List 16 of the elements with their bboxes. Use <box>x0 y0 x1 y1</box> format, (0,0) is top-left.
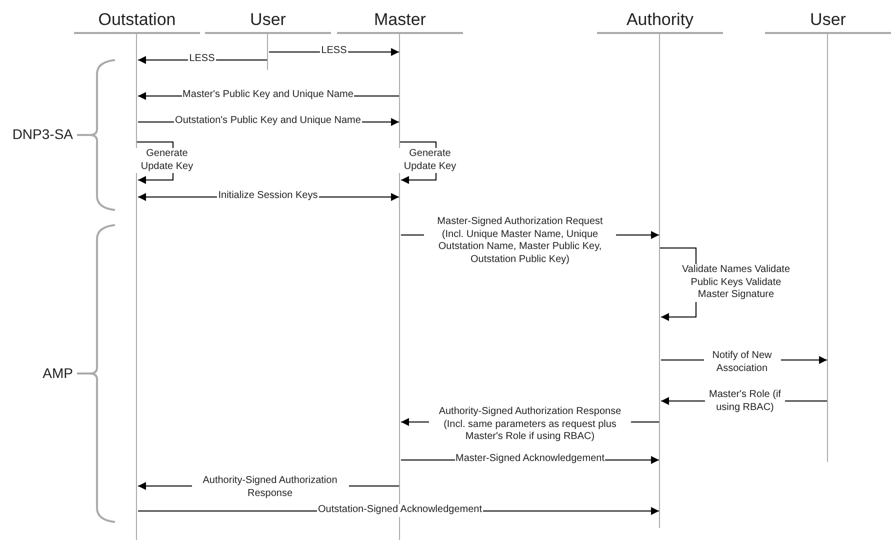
participant-header: User <box>205 8 331 34</box>
message-label: Outstation's Public Key and Unique Name <box>174 115 362 128</box>
message-label: Authority-Signed Authorization Response <box>192 475 348 500</box>
message-label: Initialize Session Keys <box>217 190 319 202</box>
message-label: Master's Role (if using RBAC) <box>705 389 785 414</box>
message-label: Outstation-Signed Acknowledgement <box>317 504 483 516</box>
participant-header: Master <box>337 8 463 34</box>
participant-header: Outstation <box>74 8 200 34</box>
message-label: Authority-Signed Authorization Response (Incl. same parameters as request plus Master's Role if using RBAC) <box>429 406 631 444</box>
participant-header: Authority <box>597 8 723 34</box>
message-label: Master's Public Key and Unique Name <box>182 89 354 102</box>
message-label: Master-Signed Acknowledgement <box>454 453 606 466</box>
participant-header: User <box>765 8 891 34</box>
phase-label: DNP3-SA <box>12 126 73 142</box>
message-label: Master-Signed Authorization Request (Incl. Unique Master Name, Unique Outstation Name, Master Public Key, Outstation Public Key) <box>424 216 616 266</box>
phase-label: AMP <box>42 364 73 380</box>
